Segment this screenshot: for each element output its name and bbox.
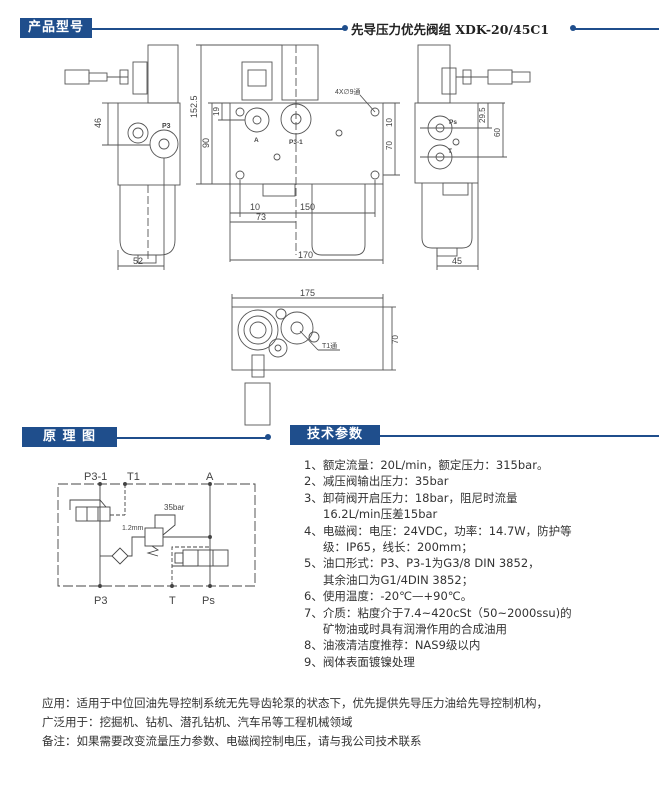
dim-46: 46 [93,118,103,128]
dim-70-top: 70 [391,335,400,344]
dim-10: 10 [250,202,260,212]
right-side-view [414,44,531,270]
top-view [231,294,396,426]
left-side-view [64,44,181,270]
dim-73: 73 [256,212,266,222]
product-model-tag: 产品型号 [20,18,92,38]
notes: 应用：适用于中位回油先导控制系统无先导齿轮泵的状态下，优先提供先导压力油给先导控… [42,694,548,751]
header-dot [342,25,348,31]
port-p3-1-label: P3-1 [289,139,303,146]
port-t-label: T [448,148,452,155]
dim-19: 19 [212,107,221,116]
spec-7-cont: 矿物油或时具有润滑作用的合成油用 [323,622,507,637]
schematic-pressure: 35bar [164,503,185,512]
header-divider [92,28,345,30]
front-view [196,44,400,264]
spec-6: 6、使用温度：-20℃—+90℃。 [304,589,473,604]
dim-52: 52 [133,256,143,266]
holes-label: 4X∅9通 [335,87,361,96]
product-title: 先导压力优先阀组 XDK-20/45C1 [351,22,550,37]
schematic-orifice: 1.2mm [122,525,144,532]
specs-tag: 技术参数 [290,425,380,445]
spec-2: 2、减压阀输出压力：35bar [304,474,449,489]
port-ps-label: Ps [449,119,457,126]
schematic-t1: T1 [127,471,140,483]
dim-170: 170 [298,250,313,260]
dim-152-5: 152.5 [189,95,199,118]
dim-45: 45 [452,256,462,266]
spec-8: 8、油液清洁度推荐：NAS9级以内 [304,638,481,653]
dim-150: 150 [300,202,315,212]
schematic-t: T [169,595,176,607]
spec-9: 9、阀体表面镀镍处理 [304,654,415,669]
remark-note: 备注：如果需要改变流量压力参数、电磁阀控制电压，请与我公司技术联系 [42,734,422,748]
spec-5-cont: 其余油口为G1/4DIN 3852； [323,572,474,587]
dim-90: 90 [201,138,211,148]
schematic-p3: P3 [94,595,107,607]
spec-3: 3、卸荷阀开启压力：18bar，阻尼时流量 [304,490,518,505]
schematic-ps: Ps [202,595,215,607]
dim-60: 60 [493,128,502,137]
port-a-label: A [254,137,259,144]
specs-divider [380,435,659,437]
spec-4-cont: 级：IP65，线长：200mm； [323,540,473,555]
schematic-dot [265,434,271,440]
hydraulic-schematic [57,482,256,588]
schematic-a: A [206,471,214,483]
port-p3-label: P3 [162,123,171,130]
schematic-p3-1: P3-1 [84,471,107,483]
spec-4: 4、电磁阀：电压：24VDC，功率：14.7W，防护等 [304,523,572,538]
spec-list: 1、额定流量：20L/min，额定压力：315bar。 2、减压阀输出压力：35… [304,457,572,670]
dim-10-right: 10 [385,118,394,127]
header-divider-right [573,28,659,30]
application-note: 应用：适用于中位回油先导控制系统无先导齿轮泵的状态下，优先提供先导压力油给先导控… [42,696,548,710]
spec-7: 7、介质：粘度介于7.4~420cSt（50~2000ssu)的 [304,605,572,620]
dim-29-5: 29.5 [478,107,487,123]
dim-175: 175 [300,288,315,298]
port-t1-label: T1通 [322,341,337,350]
schematic-tag: 原 理 图 [22,427,117,447]
dim-70: 70 [385,141,394,150]
spec-5: 5、油口形式：P3、P3-1为G3/8 DIN 3852， [304,556,540,571]
spec-1: 1、额定流量：20L/min，额定压力：315bar。 [304,458,549,472]
spec-3-cont: 16.2L/min压差15bar [323,507,438,522]
usage-note: 广泛用于：挖掘机、钻机、潜孔钻机、汽车吊等工程机械领域 [42,715,353,729]
schematic-divider [117,437,267,439]
